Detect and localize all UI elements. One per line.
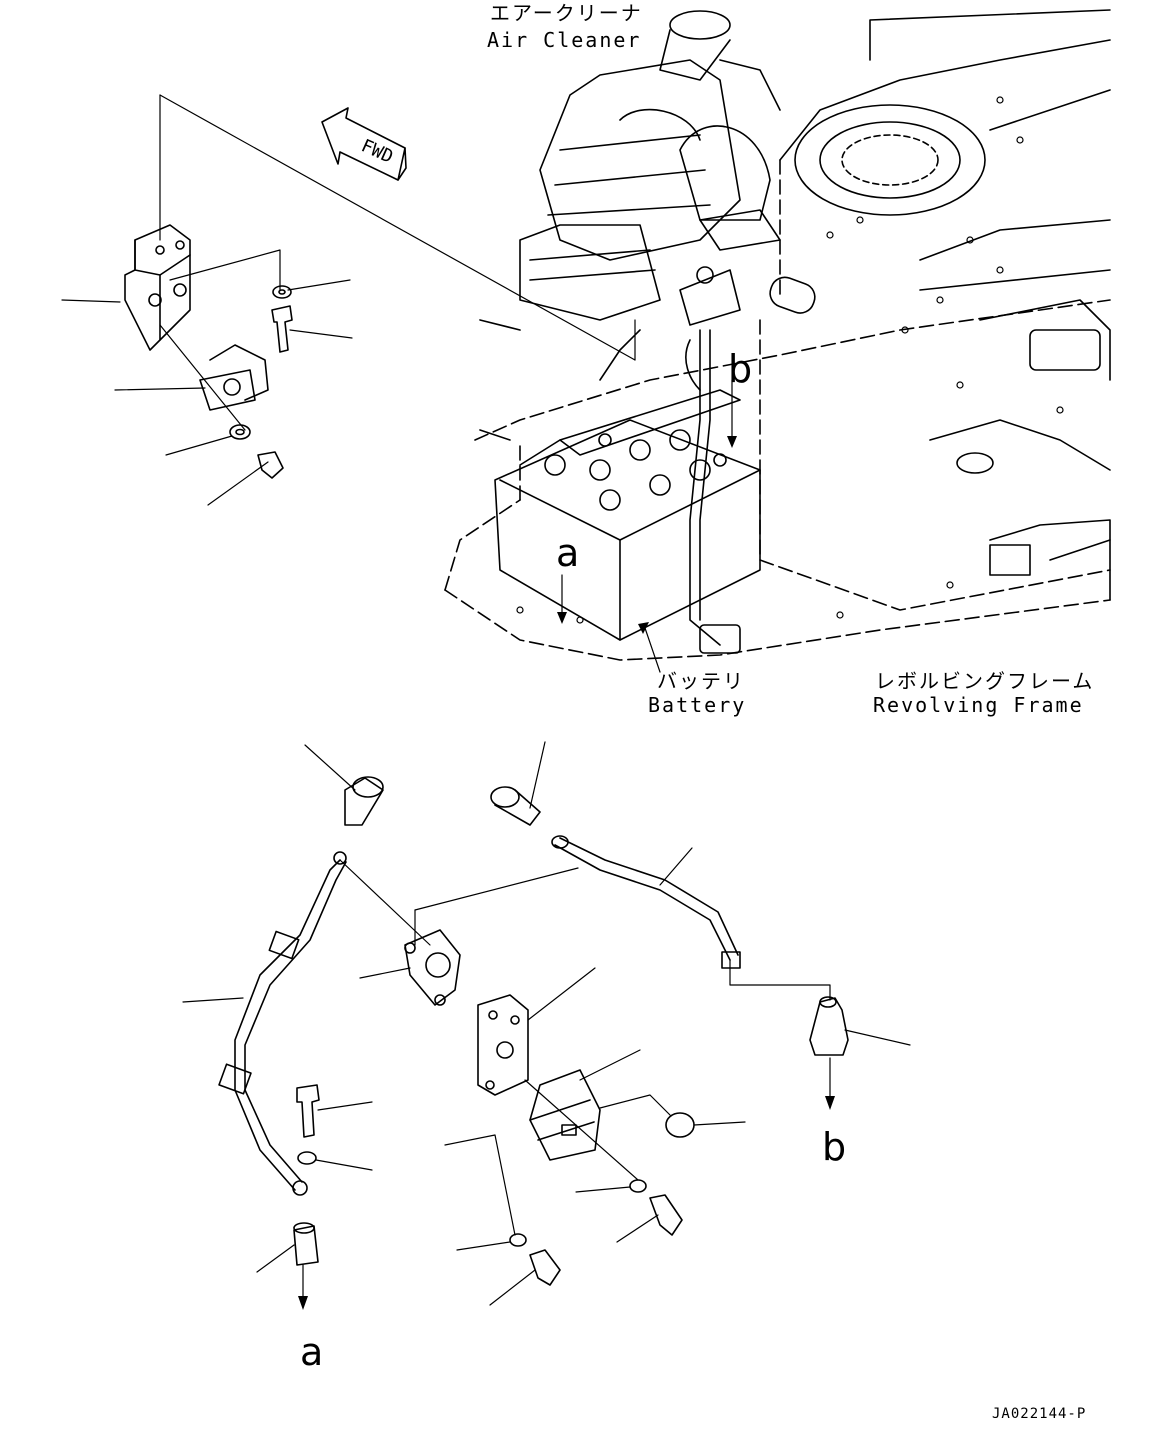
cap-part — [665, 1112, 695, 1138]
bolt-bottom-1 — [649, 1194, 683, 1236]
marker-b-bottom: b — [822, 1125, 846, 1169]
bolt-part — [271, 305, 293, 353]
battery-relay — [404, 929, 461, 1006]
air-cleaner — [519, 10, 781, 326]
bolt-part-2 — [257, 451, 284, 479]
bracket-part — [124, 224, 191, 351]
washer-bottom-3 — [509, 1233, 527, 1247]
drawing-code: JA022144-P — [992, 1406, 1086, 1422]
connector-part — [809, 996, 849, 1056]
marker-a-bottom: a — [300, 1330, 323, 1374]
terminal-cover-2 — [490, 786, 541, 826]
switch-part — [199, 344, 269, 411]
revolving-frame-label-jp: レボルビングフレーム — [875, 669, 1094, 693]
air-cleaner-label-en: Air Cleaner — [487, 28, 641, 52]
arrowheads-top — [557, 436, 737, 634]
washer-part — [272, 285, 292, 299]
callout-leaders-bottom — [182, 741, 911, 1306]
marker-b-top: b — [728, 347, 752, 391]
reference-lines-bottom — [302, 859, 831, 1301]
terminal-cover-1 — [344, 776, 384, 826]
bolt-bottom-2 — [529, 1249, 561, 1286]
relay-bracket — [477, 994, 529, 1096]
revolving-frame-label-en: Revolving Frame — [873, 693, 1084, 717]
washer-bottom-2 — [629, 1179, 647, 1193]
battery-cable-left — [218, 851, 347, 1196]
callout-leaders-top — [61, 279, 353, 506]
arrowheads-bottom — [298, 1096, 835, 1310]
fwd-arrow-icon — [321, 107, 407, 181]
top-cables — [479, 319, 741, 654]
frame-bolt-holes — [516, 96, 1064, 624]
marker-a-top: a — [556, 531, 579, 575]
washer-part-2 — [229, 424, 251, 440]
washer-bottom-1 — [297, 1151, 317, 1165]
fuse-box — [529, 1069, 601, 1161]
spacer-part — [293, 1222, 319, 1266]
air-cleaner-label-jp: エアークリーナ — [490, 1, 643, 25]
battery-cable-right — [551, 835, 741, 969]
reference-lines — [159, 94, 636, 431]
revolving-frame — [444, 9, 1111, 661]
battery-label-en: Battery — [648, 693, 746, 717]
bolt-long — [296, 1084, 320, 1138]
battery — [494, 389, 761, 641]
battery-label-jp: バッテリ — [657, 669, 745, 693]
